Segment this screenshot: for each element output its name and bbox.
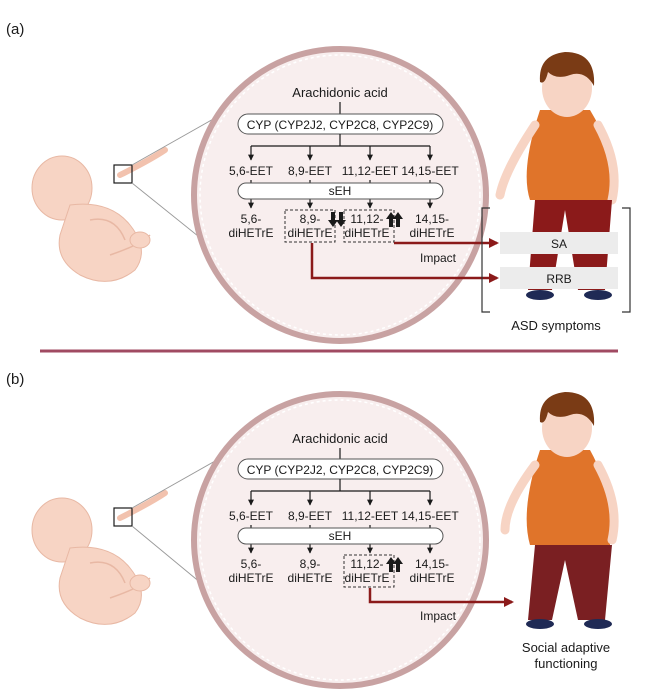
symptom-sa: SA (551, 237, 567, 251)
impact-arrow-rrb (310, 243, 499, 283)
diol-11-12-highlight-box (343, 554, 395, 588)
symptom-sa-box (500, 232, 618, 254)
fetus-illustration (31, 490, 168, 625)
diol-5-6-line1: 5,6- (241, 212, 262, 226)
diol-14-15-line1: 14,15- (415, 212, 449, 226)
diol-8-9-line1: 8,9- (300, 557, 321, 571)
diol-8-9-line2: diHETrE (288, 571, 333, 585)
panel-a: (a) Arachidonic acid CYP (CYP2J2, CYP2C8… (6, 21, 631, 344)
eet-8-9: 8,9-EET (288, 509, 333, 523)
diol-11-12-line2: diHETrE (345, 226, 390, 240)
eet-11-12: 11,12-EET (342, 164, 399, 178)
eet-14-15: 14,15-EET (401, 509, 459, 523)
child-illustration (500, 392, 619, 629)
eet-8-9: 8,9-EET (288, 164, 333, 178)
diol-14-15-line2: diHETrE (410, 226, 455, 240)
zoom-box (113, 164, 133, 184)
eet-5-6: 5,6-EET (229, 509, 274, 523)
diol-14-15-line1: 14,15- (415, 557, 449, 571)
seh-box (237, 527, 444, 545)
eet-11-12: 11,12-EET (342, 509, 399, 523)
diol-11-12-line2: diHETrE (345, 571, 390, 585)
increase-arrows-icon (386, 557, 403, 572)
diol-11-12-highlight-box (343, 209, 395, 243)
outcome-label-line2: functioning (535, 656, 598, 671)
child-illustration (495, 52, 619, 300)
diol-11-12-line1: 11,12- (350, 557, 383, 571)
symptom-bracket (481, 207, 631, 313)
seh-label: sEH (329, 529, 352, 543)
increase-arrows-icon (386, 212, 403, 227)
diol-8-9-line1: 8,9- (300, 212, 321, 226)
symptoms-caption: ASD symptoms (511, 318, 601, 333)
symptom-rrb: RRB (546, 272, 571, 286)
eet-5-6: 5,6-EET (229, 164, 274, 178)
enzyme-label: CYP (CYP2J2, CYP2C8, CYP2C9) (247, 118, 434, 132)
diol-11-12-line1: 11,12- (350, 212, 383, 226)
eet-14-15: 14,15-EET (401, 164, 459, 178)
symptom-rrb-box (500, 267, 618, 289)
substrate-label: Arachidonic acid (292, 431, 387, 446)
seh-box (237, 182, 444, 200)
fetus-illustration (31, 147, 168, 282)
seh-label: sEH (329, 184, 352, 198)
outcome-label-line1: Social adaptive (522, 640, 610, 655)
impact-arrow-social (368, 588, 514, 607)
impact-label: Impact (420, 251, 457, 265)
zoom-box (113, 507, 133, 527)
panel-a-label: (a) (6, 21, 24, 38)
diol-8-9-highlight-box (284, 209, 336, 243)
diol-5-6-line2: diHETrE (229, 571, 274, 585)
panel-b: (b) Arachidonic acid CYP (CYP2J2, CYP2C8… (6, 371, 619, 689)
diol-8-9-line2: diHETrE (288, 226, 333, 240)
diol-5-6-line2: diHETrE (229, 226, 274, 240)
panel-b-label: (b) (6, 371, 24, 388)
diol-14-15-line2: diHETrE (410, 571, 455, 585)
diol-5-6-line1: 5,6- (241, 557, 262, 571)
impact-label: Impact (420, 609, 457, 623)
substrate-label: Arachidonic acid (292, 85, 387, 100)
enzyme-label: CYP (CYP2J2, CYP2C8, CYP2C9) (247, 463, 434, 477)
